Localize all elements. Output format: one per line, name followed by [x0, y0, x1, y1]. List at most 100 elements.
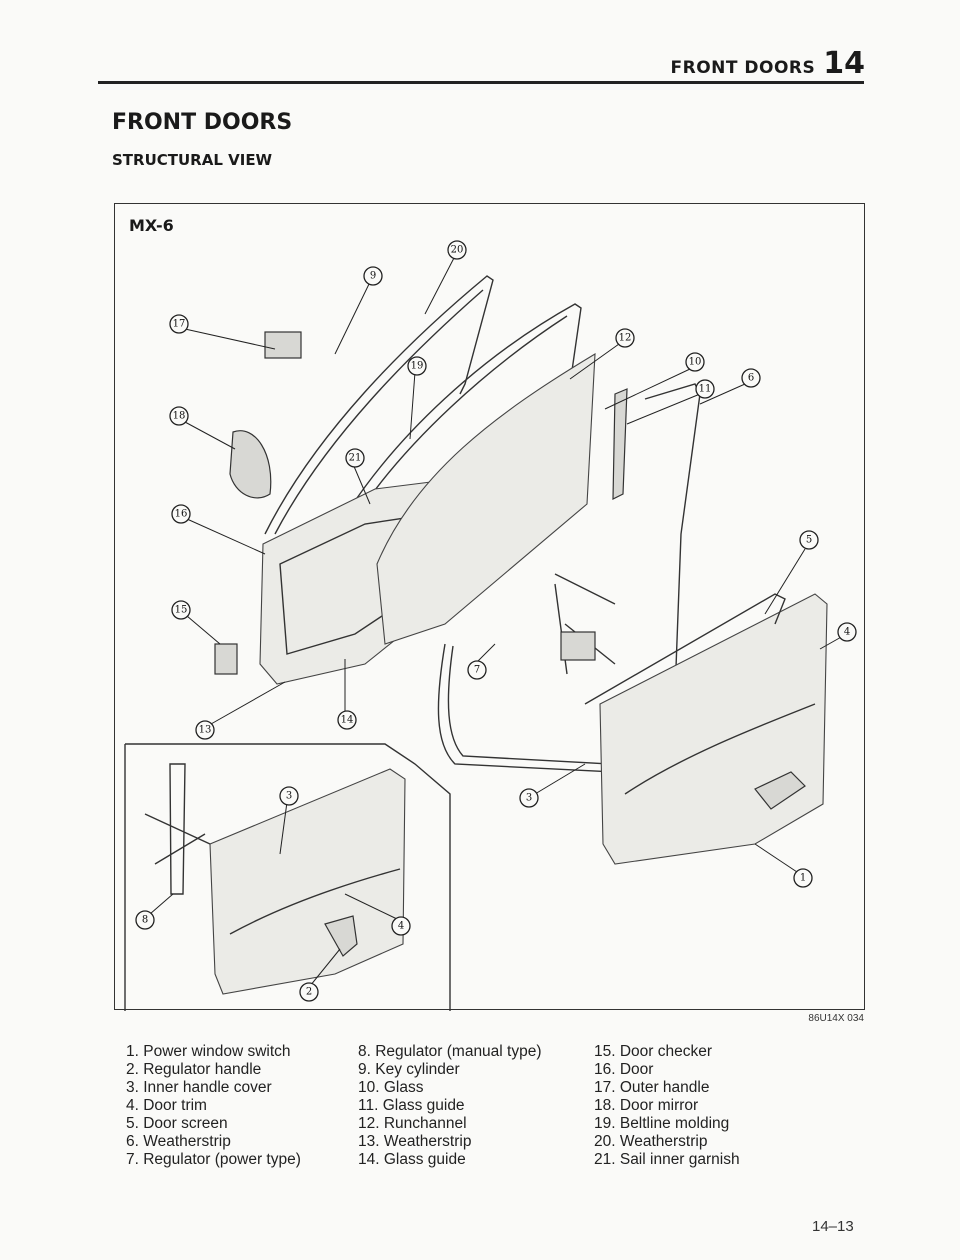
callout-9: 9 [363, 266, 383, 286]
running-header-number: 14 [823, 46, 865, 81]
legend-item: 17. Outer handle [594, 1079, 710, 1096]
glass-shape [376, 352, 596, 645]
callout-3: 3 [279, 786, 299, 806]
callout-18: 18 [169, 406, 189, 426]
svg-text:5: 5 [806, 535, 812, 546]
callout-4: 4 [837, 622, 857, 642]
callout-8: 8 [135, 910, 155, 930]
section-title: FRONT DOORS [112, 110, 293, 135]
legend-column-3: 15. Door checker 16. Door 17. Outer hand… [594, 1043, 814, 1169]
leader-lines [149, 255, 844, 987]
callout-1: 1 [793, 868, 813, 888]
page-number: 14–13 [812, 1218, 854, 1235]
legend-item: 2. Regulator handle [126, 1061, 262, 1078]
callout-7: 7 [467, 660, 487, 680]
header-rule [98, 81, 864, 84]
svg-text:1: 1 [800, 873, 806, 884]
door-trim-right-shape [599, 593, 828, 865]
svg-text:3: 3 [286, 791, 292, 802]
weatherstrip-13-loop [437, 643, 676, 775]
callout-15: 15 [171, 600, 191, 620]
legend-item: 10. Glass [358, 1079, 424, 1096]
svg-text:3: 3 [526, 793, 532, 804]
legend-column-1: 1. Power window switch 2. Regulator hand… [126, 1043, 358, 1169]
callout-6: 6 [741, 368, 761, 388]
weatherstrip-13-loop-inner [447, 645, 648, 767]
svg-text:4: 4 [398, 921, 404, 932]
svg-text:9: 9 [370, 271, 376, 282]
callout-2: 2 [299, 982, 319, 1002]
svg-text:10: 10 [689, 357, 702, 368]
svg-text:20: 20 [451, 245, 464, 256]
running-header: FRONT DOORS 14 [671, 46, 866, 81]
callout-20: 20 [447, 240, 467, 260]
callout-12: 12 [615, 328, 635, 348]
inset-frame [124, 743, 451, 1011]
structural-view-figure: MX-6 [114, 203, 865, 1011]
svg-text:14: 14 [341, 715, 354, 726]
legend-item: 11. Glass guide [358, 1097, 465, 1114]
weatherstrip-20-shape-inner [274, 289, 484, 535]
svg-text:16: 16 [175, 509, 188, 520]
legend-item: 13. Weatherstrip [358, 1133, 472, 1150]
door-mirror-shape [229, 430, 272, 499]
svg-text:13: 13 [199, 725, 212, 736]
svg-text:11: 11 [699, 384, 712, 395]
legend-item: 15. Door checker [594, 1043, 713, 1060]
parts-legend: 1. Power window switch 2. Regulator hand… [126, 1043, 826, 1169]
legend-item: 14. Glass guide [358, 1151, 466, 1168]
svg-text:19: 19 [411, 361, 424, 372]
runchannel-shape [339, 303, 582, 525]
legend-column-2: 8. Regulator (manual type) 9. Key cylind… [358, 1043, 594, 1169]
regulator-handle-shape [324, 915, 358, 957]
legend-item: 12. Runchannel [358, 1115, 467, 1132]
legend-item: 6. Weatherstrip [126, 1133, 231, 1150]
callout-19: 19 [407, 356, 427, 376]
legend-item: 8. Regulator (manual type) [358, 1043, 542, 1060]
door-screen-shape [584, 593, 786, 705]
manual-regulator-shape [144, 763, 211, 895]
legend-item: 21. Sail inner garnish [594, 1151, 740, 1168]
weatherstrip-6-shape [644, 383, 701, 700]
legend-item: 4. Door trim [126, 1097, 207, 1114]
svg-text:18: 18 [173, 411, 186, 422]
subsection-title: STRUCTURAL VIEW [112, 151, 273, 169]
callout-13: 13 [195, 720, 215, 740]
svg-text:12: 12 [619, 333, 632, 344]
glass-guide-shape [612, 388, 628, 500]
running-header-section: FRONT DOORS [670, 58, 816, 78]
legend-item: 1. Power window switch [126, 1043, 291, 1060]
callout-5: 5 [799, 530, 819, 550]
svg-text:21: 21 [349, 453, 362, 464]
door-trim-inset-shape [209, 768, 406, 995]
callout-3: 3 [519, 788, 539, 808]
svg-text:7: 7 [474, 665, 480, 676]
callout-17: 17 [169, 314, 189, 334]
legend-item: 18. Door mirror [594, 1097, 699, 1114]
callout-10: 10 [685, 352, 705, 372]
legend-item: 20. Weatherstrip [594, 1133, 708, 1150]
legend-item: 16. Door [594, 1061, 654, 1078]
svg-text:17: 17 [173, 319, 186, 330]
legend-item: 9. Key cylinder [358, 1061, 460, 1078]
svg-text:4: 4 [844, 627, 850, 638]
legend-item: 19. Beltline molding [594, 1115, 730, 1132]
callout-14: 14 [337, 710, 357, 730]
svg-text:6: 6 [748, 373, 754, 384]
callout-16: 16 [171, 504, 191, 524]
legend-item: 5. Door screen [126, 1115, 228, 1132]
regulator-motor-shape [560, 631, 596, 661]
svg-text:8: 8 [142, 915, 148, 926]
outer-handle-shape [264, 331, 302, 359]
svg-text:2: 2 [306, 987, 312, 998]
door-trim-inset-armrest [229, 868, 401, 935]
power-window-switch-shape [754, 771, 806, 810]
model-label: MX-6 [129, 216, 174, 235]
svg-text:15: 15 [175, 605, 188, 616]
legend-item: 7. Regulator (power type) [126, 1151, 301, 1168]
door-trim-right-armrest [624, 703, 816, 795]
callout-4: 4 [391, 916, 411, 936]
